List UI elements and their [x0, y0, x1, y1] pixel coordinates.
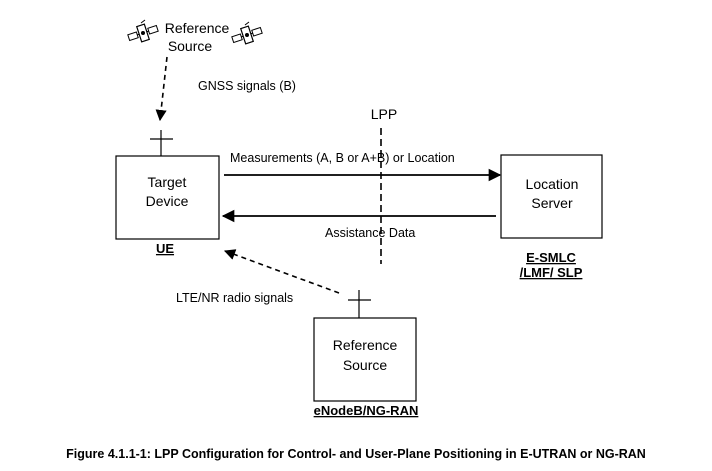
assistance-label: Assistance Data: [325, 226, 415, 240]
ref-source-bottom-line2: Source: [343, 357, 388, 373]
ue-label: UE: [156, 241, 174, 256]
target-device-line1: Target: [148, 174, 187, 190]
ref-source-top: Reference Source: [127, 19, 263, 54]
esmlc-label: E-SMLC: [526, 250, 576, 265]
ref-source-bottom-node: Reference Source eNodeB/NG-RAN: [313, 317, 419, 418]
ref-source-top-line2: Source: [168, 38, 213, 54]
radio-label: LTE/NR radio signals: [176, 291, 293, 305]
gnss-edge: GNSS signals (B): [155, 56, 296, 122]
satellite-icon: [127, 19, 159, 43]
ref-source-bottom-line1: Reference: [333, 337, 398, 353]
measurements-label: Measurements (A, B or A+B) or Location: [230, 151, 455, 165]
location-server-line1: Location: [526, 176, 579, 192]
ref-source-top-line1: Reference: [165, 20, 230, 36]
satellite-icon: [231, 21, 263, 45]
lmf-slp-label: /LMF/ SLP: [520, 265, 583, 280]
radio-edge: LTE/NR radio signals: [176, 249, 340, 305]
figure-caption: Figure 4.1.1-1: LPP Configuration for Co…: [66, 447, 646, 461]
lpp-boundary: LPP: [371, 106, 397, 264]
target-device-node: Target Device UE: [115, 155, 220, 256]
gnss-label: GNSS signals (B): [198, 79, 296, 93]
lpp-label: LPP: [371, 106, 397, 122]
location-server-line2: Server: [531, 195, 573, 211]
antenna-icon: [150, 130, 173, 156]
assistance-edge: Assistance Data: [221, 209, 496, 240]
location-server-node: Location Server E-SMLC /LMF/ SLP: [500, 154, 603, 280]
target-device-line2: Device: [146, 193, 189, 209]
antenna-icon: [348, 290, 371, 318]
measurements-edge: Measurements (A, B or A+B) or Location: [224, 151, 502, 182]
enodeb-label: eNodeB/NG-RAN: [314, 403, 419, 418]
